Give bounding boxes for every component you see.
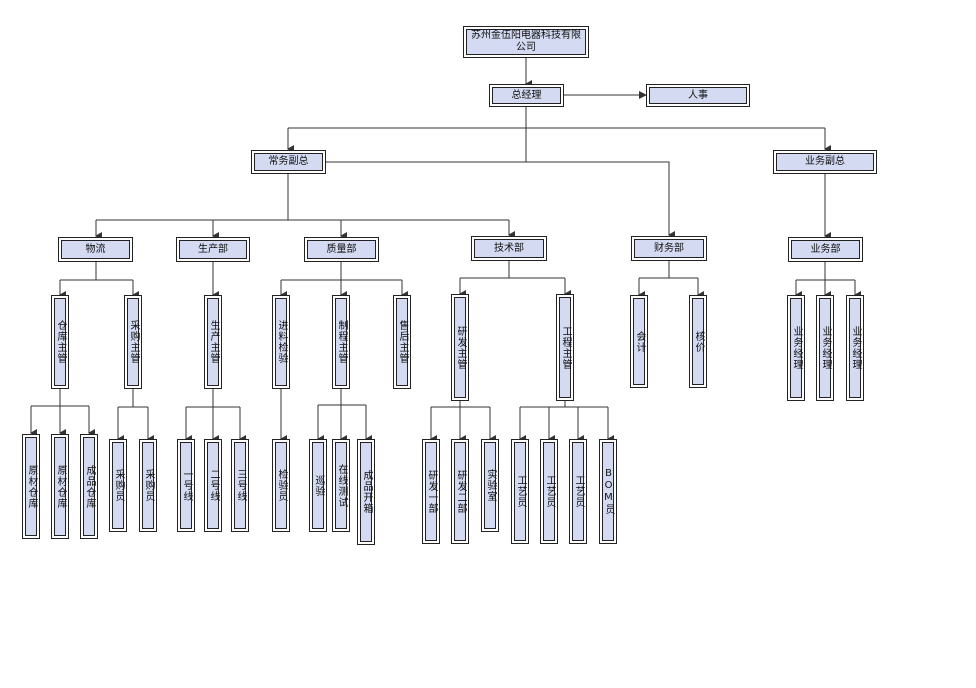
mgr-warehouse-label: 仓库主管 [55, 320, 66, 364]
mgr-production: 生产主管 [204, 295, 222, 389]
mgr-engineering: 工程主管 [556, 294, 574, 401]
staff-online-test-label: 在线测试 [336, 463, 347, 508]
mgr-pricing: 核价 [689, 295, 707, 388]
mgr-production-label: 生产主管 [208, 320, 219, 364]
staff-online-test: 在线测试 [332, 439, 350, 532]
mgr-sales-2: 业务经理 [816, 295, 834, 401]
mgr-pricing-label: 核价 [693, 330, 704, 353]
staff-rd-1-label: 研发一部 [426, 469, 437, 514]
company-node: 苏州金伍阳电器科技有限公司 [463, 26, 589, 58]
link-gm-finance [325, 161, 675, 239]
dept-quality-label: 质量部 [326, 243, 357, 255]
mgr-sales-2-label: 业务经理 [820, 326, 831, 370]
dept-production: 生产部 [176, 237, 250, 262]
mgr-aftersales: 售后主管 [393, 295, 411, 389]
hr-label: 人事 [688, 89, 708, 101]
dept-finance: 财务部 [631, 236, 707, 261]
staff-line-3: 三号线 [231, 439, 249, 532]
mgr-purchasing: 采购主管 [124, 295, 142, 389]
mgr-incoming-label: 进料检验 [276, 320, 287, 364]
mgr-purchasing-label: 采购主管 [128, 320, 139, 364]
staff-inspector: 检验员 [272, 439, 290, 532]
staff-boxing-label: 成品开箱 [361, 470, 372, 514]
dept-production-label: 生产部 [198, 243, 228, 255]
staff-patrol-label: 巡验 [313, 474, 324, 497]
vp-ops-node: 常务副总 [251, 150, 326, 174]
vp-sales-node: 业务副总 [773, 150, 877, 174]
staff-raw-2: 原材仓库 [51, 434, 69, 539]
staff-finished-label: 成品仓库 [84, 464, 95, 509]
vp-ops-label: 常务副总 [268, 156, 309, 167]
mgr-aftersales-label: 售后主管 [397, 320, 408, 364]
staff-buyer-2: 采购员 [139, 439, 157, 532]
staff-line-2: 二号线 [204, 439, 222, 532]
staff-rd-2: 研发二部 [451, 439, 469, 544]
mgr-process-label: 制程主管 [336, 320, 347, 364]
staff-raw-1: 原材仓库 [22, 434, 40, 539]
staff-eng-2: 工艺员 [540, 439, 558, 544]
staff-eng-3: 工艺员 [569, 439, 587, 544]
staff-eng-1: 工艺员 [511, 439, 529, 544]
staff-buyer-1: 采购员 [109, 439, 127, 532]
staff-rd-1: 研发一部 [422, 439, 440, 544]
staff-line-1: 一号线 [177, 439, 195, 532]
staff-eng-3-label: 工艺员 [573, 475, 584, 508]
mgr-accounting: 会计 [630, 295, 648, 388]
staff-boxing: 成品开箱 [357, 439, 375, 545]
dept-logistics: 物流 [58, 237, 133, 262]
mgr-engineering-label: 工程主管 [560, 325, 571, 370]
mgr-warehouse: 仓库主管 [51, 295, 69, 389]
dept-sales: 业务部 [788, 237, 863, 262]
dept-tech-label: 技术部 [494, 242, 524, 254]
mgr-sales-3-label: 业务经理 [850, 326, 861, 370]
staff-lab-label: 实验室 [485, 469, 496, 502]
staff-raw-2-label: 原材仓库 [55, 464, 66, 509]
staff-raw-1-label: 原材仓库 [26, 464, 37, 509]
staff-eng-1-label: 工艺员 [515, 475, 526, 508]
staff-buyer-1-label: 采购员 [113, 469, 124, 502]
staff-buyer-2-label: 采购员 [143, 469, 154, 502]
staff-eng-2-label: 工艺员 [544, 475, 555, 508]
mgr-rd-label: 研发主管 [455, 325, 466, 370]
gm-label: 总经理 [511, 89, 542, 101]
mgr-sales-1: 业务经理 [787, 295, 805, 401]
staff-line-1-label: 一号线 [181, 469, 192, 502]
mgr-accounting-label: 会计 [634, 330, 645, 353]
staff-bom: BOM员 [599, 439, 617, 544]
staff-lab: 实验室 [481, 439, 499, 532]
mgr-incoming: 进料检验 [272, 295, 290, 389]
staff-rd-2-label: 研发二部 [455, 469, 466, 514]
staff-line-2-label: 二号线 [208, 469, 219, 502]
mgr-sales-3: 业务经理 [846, 295, 864, 401]
dept-tech: 技术部 [471, 236, 547, 261]
mgr-process: 制程主管 [332, 295, 350, 389]
hr-node: 人事 [646, 84, 750, 107]
staff-patrol: 巡验 [309, 439, 327, 532]
company-name: 苏州金伍阳电器科技有限公司 [471, 30, 581, 53]
dept-finance-label: 财务部 [654, 242, 684, 254]
vp-sales-label: 业务副总 [805, 156, 845, 167]
dept-logistics-label: 物流 [85, 243, 106, 255]
staff-finished: 成品仓库 [80, 434, 98, 539]
gm-node: 总经理 [489, 84, 564, 107]
mgr-sales-1-label: 业务经理 [791, 326, 802, 370]
staff-inspector-label: 检验员 [276, 469, 287, 502]
dept-quality: 质量部 [304, 237, 379, 262]
mgr-rd: 研发主管 [451, 294, 469, 401]
dept-sales-label: 业务部 [810, 243, 841, 255]
staff-line-3-label: 三号线 [235, 469, 246, 502]
staff-bom-label: BOM员 [603, 468, 614, 515]
